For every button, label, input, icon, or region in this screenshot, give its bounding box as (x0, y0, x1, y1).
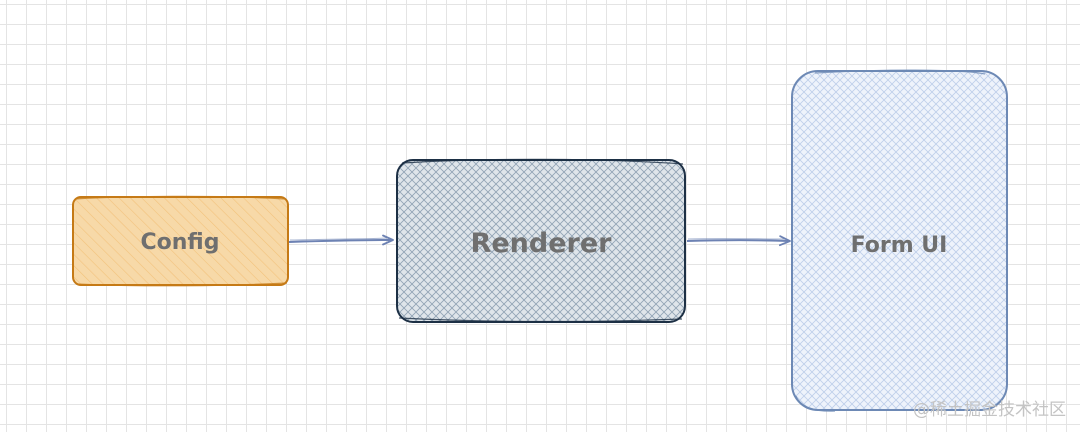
edge-renderer-to-form-ui (686, 235, 791, 247)
form-ui-label: Form UI (851, 233, 948, 258)
form-ui-node-border (791, 70, 1008, 411)
arrow-renderer-to-form-ui (686, 235, 791, 247)
renderer-node: Renderer (396, 158, 686, 323)
edge-config-to-renderer (288, 234, 394, 246)
config-node-border (72, 196, 289, 286)
watermark-text: @稀土掘金技术社区 (913, 400, 1066, 420)
config-node: Config (72, 195, 289, 287)
renderer-label: Renderer (471, 228, 613, 259)
renderer-node-hatch (397, 160, 685, 322)
form-ui-node-hatch (792, 71, 1007, 410)
arrow-config-to-renderer (288, 234, 394, 246)
config-node-hatch (73, 197, 288, 285)
form-ui-node: Form UI (791, 69, 1008, 412)
config-label: Config (141, 230, 220, 255)
